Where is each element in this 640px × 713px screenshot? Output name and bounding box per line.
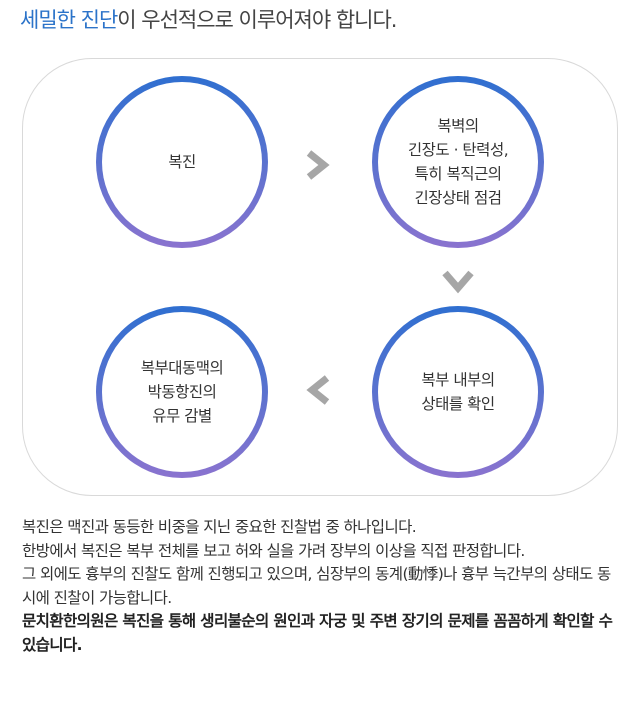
headline-highlight: 세밀한 진단 <box>20 8 118 32</box>
description-paragraph: 그 외에도 흉부의 진찰도 함께 진행되고 있으며, 심장부의 동계(動悸)나 … <box>22 565 611 607</box>
page-headline: 세밀한 진단이 우선적으로 이루어져야 합니다. <box>20 4 397 34</box>
description-paragraph: 복진은 맥진과 동등한 비중을 지닌 중요한 진찰법 중 하나입니다. <box>22 518 417 536</box>
step-circle-1: 복진 <box>96 76 268 248</box>
step-4-label: 복부대동맥의 박동항진의 유무 감별 <box>140 359 224 425</box>
step-circle-2: 복벽의 긴장도 · 탄력성, 특히 복직근의 긴장상태 점검 <box>372 76 544 248</box>
chevron-right-icon <box>300 148 334 182</box>
step-circle-3: 복부 내부의 상태를 확인 <box>372 306 544 478</box>
step-3-label: 복부 내부의 상태를 확인 <box>421 371 495 413</box>
step-circle-4: 복부대동맥의 박동항진의 유무 감별 <box>96 306 268 478</box>
description-block: 복진은 맥진과 동등한 비중을 지닌 중요한 진찰법 중 하나입니다. 한방에서… <box>22 516 622 657</box>
step-2-label: 복벽의 긴장도 · 탄력성, 특히 복직근의 긴장상태 점검 <box>407 117 509 207</box>
chevron-left-icon <box>302 373 336 407</box>
description-paragraph: 한방에서 복진은 복부 전체를 보고 허와 실을 가려 장부의 이상을 직접 판… <box>22 541 525 560</box>
headline-rest: 이 우선적으로 이루어져야 합니다. <box>117 8 397 32</box>
chevron-down-icon <box>441 266 475 296</box>
step-1-label: 복진 <box>168 153 196 171</box>
description-emphasis: 문치환한의원은 복진을 통해 생리불순의 원인과 자궁 및 주변 장기의 문제를… <box>22 612 613 654</box>
